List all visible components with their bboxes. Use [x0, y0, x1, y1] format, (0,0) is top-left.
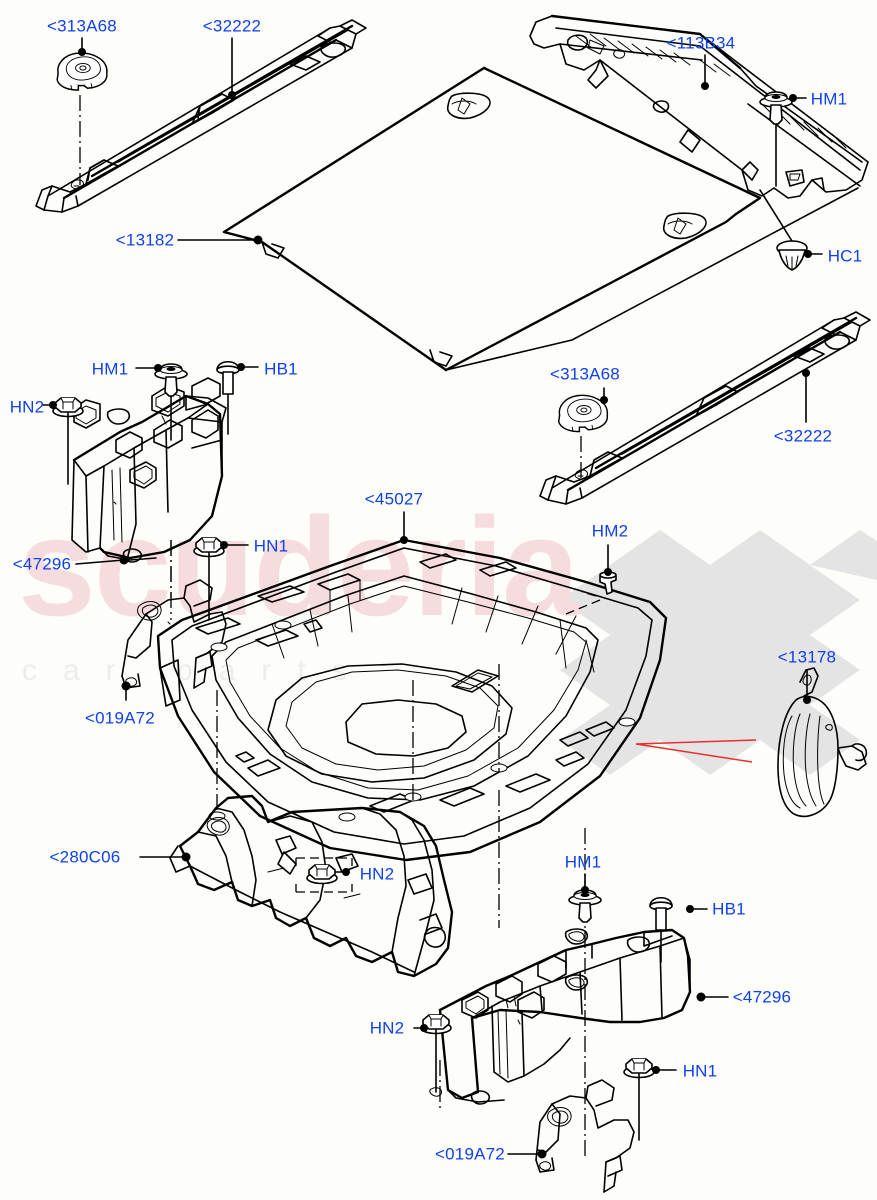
part-label-019a72-bottom[interactable]: <019A72 [435, 1144, 505, 1164]
leader-dot-47296-lower [696, 992, 706, 1002]
watermark-subtext: car parts [22, 654, 373, 687]
fastener-label-hn1-mid[interactable]: HN1 [253, 536, 289, 556]
part-47296-upper [71, 377, 227, 563]
fastener-label-hm1-mid-left[interactable]: HM1 [91, 359, 129, 379]
part-13178-lamp-trim [777, 667, 868, 818]
leader-dot-hc1 [804, 250, 812, 258]
leader-dot-hb1-b [686, 905, 694, 913]
fastener-label-hn2-lower-mid[interactable]: HN2 [359, 864, 395, 884]
fastener-label-hn1-bottom[interactable]: HN1 [682, 1061, 718, 1081]
part-32222-top-left [35, 19, 367, 213]
fastener-label-hm2[interactable]: HM2 [591, 521, 629, 541]
leader-dot-019a72-upper [121, 681, 131, 691]
leader-dot-280c06 [181, 852, 191, 862]
dash-box-hn2 [295, 857, 353, 893]
part-label-47296-upper[interactable]: <47296 [12, 554, 72, 574]
part-label-13178[interactable]: <13178 [777, 647, 837, 667]
part-label-32222-top-left[interactable]: <32222 [202, 16, 262, 36]
leader-dot-13178 [803, 696, 811, 704]
leader-dot-hn2-bl [420, 1024, 428, 1032]
leader-dot-hn1-mid [220, 541, 228, 549]
leader-dot-hn2-lm [342, 868, 350, 876]
part-label-13182[interactable]: <13182 [115, 230, 175, 250]
part-label-113b34[interactable]: <113B34 [666, 33, 736, 53]
part-13182-floor-panel [222, 66, 859, 372]
leader-47296-upper [75, 559, 125, 565]
fastener-label-hn2-bottom-left[interactable]: HN2 [369, 1018, 405, 1038]
leader-dot-hm1-b [581, 886, 589, 894]
leader-dot-47296-upper [119, 555, 129, 565]
dash-hm2-a [565, 599, 601, 615]
part-label-47296-lower[interactable]: <47296 [732, 987, 792, 1007]
dash-hm2-b [581, 591, 597, 597]
part-019A72-upper [121, 579, 227, 689]
leader-dot-45027 [400, 536, 408, 544]
leader-dot-hn1-b [652, 1066, 660, 1074]
leader-dot-hm1-ml [154, 364, 162, 372]
checkered-flag-watermark [560, 530, 877, 775]
part-label-019a72-upper[interactable]: <019A72 [85, 708, 155, 728]
leader-dot-113b34 [701, 82, 709, 90]
leader-dot-32222-tl [228, 91, 236, 99]
fastener-label-hb1-bottom[interactable]: HB1 [712, 899, 746, 919]
part-32222-mid-right [539, 311, 871, 505]
hole [338, 812, 356, 822]
part-label-32222-mid-right[interactable]: <32222 [773, 426, 833, 446]
leader-dot-hm2 [604, 568, 612, 576]
hole [210, 642, 228, 652]
leader-dot-hm1-tr [789, 94, 797, 102]
hole [274, 620, 292, 630]
fastener-label-hm1-bottom[interactable]: HM1 [564, 852, 602, 872]
leader-dot-hn2-ml [49, 401, 57, 409]
part-47296-lower [438, 928, 692, 1105]
clip-arrow-hn2 [277, 851, 297, 875]
leader-dot-313a68-mr [600, 396, 608, 404]
part-019A72-lower [535, 1079, 635, 1193]
fastener-label-hm1-top-right[interactable]: HM1 [810, 89, 848, 109]
part-label-45027[interactable]: <45027 [364, 489, 424, 509]
part-label-280c06[interactable]: <280C06 [49, 847, 121, 867]
red-pointer-1 [635, 739, 757, 745]
part-label-313a68-mid-right[interactable]: <313A68 [550, 364, 620, 384]
part-280C06-front-panel [169, 794, 454, 978]
leader-hc1 [759, 189, 793, 242]
leader-dot-019a72-b [537, 1149, 547, 1159]
stem-end-hn2-bl [429, 1087, 442, 1097]
red-pointer-2 [635, 743, 753, 763]
leader-dot-32222-mr [802, 369, 810, 377]
fastener-label-hn2-mid-left[interactable]: HN2 [9, 397, 45, 417]
hole [618, 717, 636, 727]
leader-dot-313a68-tl [78, 48, 86, 56]
fastener-label-hb1-mid-left[interactable]: HB1 [264, 359, 298, 379]
leader-dot-13182 [253, 235, 263, 245]
fastener-label-hc1[interactable]: HC1 [827, 246, 863, 266]
leader-dot-hb1-ml [237, 363, 245, 371]
part-label-313a68-top-left[interactable]: <313A68 [47, 16, 117, 36]
